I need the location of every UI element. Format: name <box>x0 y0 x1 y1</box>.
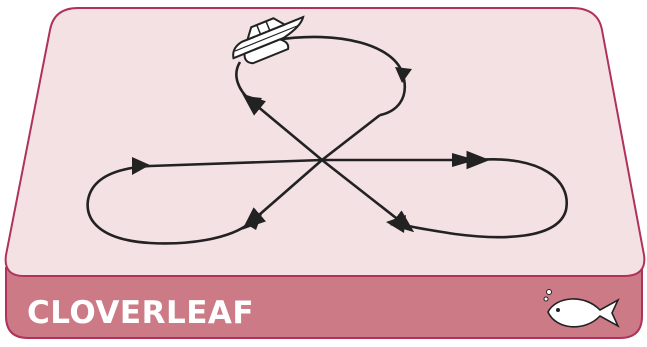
board-top-surface <box>6 8 645 276</box>
pattern-title: CLOVERLEAF <box>27 296 254 330</box>
